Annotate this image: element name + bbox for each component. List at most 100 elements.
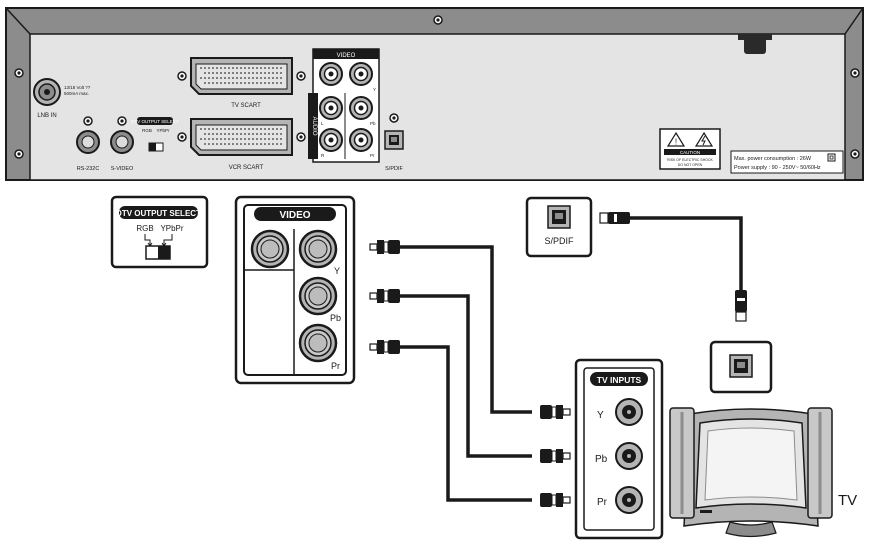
lnb-spec-1: 13/18 Volt ?? <box>64 85 91 90</box>
screw-icon <box>177 132 187 142</box>
screw-icon <box>850 149 860 159</box>
video-pb-label: Pb <box>330 313 341 323</box>
rear-spdif-label: S/PDIF <box>385 166 403 172</box>
double-insulation-icon <box>827 153 836 162</box>
rear-audio-label: AUDIO <box>311 116 317 135</box>
rear-y-label: Y <box>373 87 376 92</box>
lnb-in-connector <box>33 78 61 106</box>
tv-label: TV <box>838 492 857 509</box>
rear-pb-label: Pb <box>370 121 376 126</box>
tv-scart-connector <box>190 57 293 95</box>
shock-warning-icon <box>694 131 714 147</box>
dtv-detail-rgb: RGB <box>136 224 153 233</box>
vcr-scart-connector <box>190 118 293 156</box>
tv-input-pr-label: Pr <box>597 497 608 508</box>
tv-inputs-title: TV INPUTS <box>597 375 642 385</box>
top-screw-icon <box>433 15 443 25</box>
screw-icon <box>296 71 306 81</box>
rear-pb-jack <box>349 96 373 120</box>
rca-plug-icon <box>539 492 571 508</box>
rca-plug-icon <box>539 448 571 464</box>
screw-icon <box>83 116 93 126</box>
spdif-detail: S/PDIF <box>525 196 593 258</box>
dtv-detail-title: DTV OUTPUT SELECT <box>116 209 201 218</box>
screw-icon <box>14 149 24 159</box>
tv-input-pb-label: Pb <box>595 454 608 465</box>
dtv-select-small-switch <box>148 142 164 152</box>
rear-panel: LNB IN 13/18 Volt ?? 500mA max. RS-232C … <box>5 7 864 181</box>
screw-icon <box>14 68 24 78</box>
power-cord-icon <box>738 34 772 54</box>
tv-input-y-jack <box>615 398 643 426</box>
tv-input-pr-jack <box>615 486 643 514</box>
rca-plug-icon <box>369 288 401 304</box>
rear-video-label: VIDEO <box>337 53 356 59</box>
rear-audio-r-jack <box>319 128 343 152</box>
rear-audio-l-jack <box>319 96 343 120</box>
tv-input-pb-jack <box>615 442 643 470</box>
rear-r-label: R <box>321 153 325 158</box>
rear-pr-jack <box>349 128 373 152</box>
screw-icon <box>389 113 399 123</box>
dtv-detail-ypbpr: YPbPr <box>160 224 183 233</box>
video-cvbs-jack <box>250 229 290 269</box>
rs232-label: RS-232C <box>77 166 100 172</box>
caution-label: ! CAUTION RISK OF ELECTRIC SHOCK DO NOT … <box>659 128 721 170</box>
dtv-select-small-label: DTV OUTPUT SELECT <box>131 119 179 124</box>
svideo-label: S-VIDEO <box>111 166 134 172</box>
tv-optical-input <box>709 340 773 394</box>
tv-set-icon <box>669 407 833 538</box>
video-y-label: Y <box>334 266 340 276</box>
vcr-scart-label: VCR SCART <box>229 165 264 171</box>
cable-pb <box>400 294 532 458</box>
rear-l-label: L <box>321 121 324 126</box>
warning-icon <box>666 131 686 147</box>
power-consumption: Max. power consumption : 26W <box>734 156 812 162</box>
dtv-detail-switch <box>145 245 171 260</box>
lnb-in-label: LNB IN <box>37 113 56 119</box>
optical-plug-icon <box>735 290 747 322</box>
rear-y-jack <box>349 62 373 86</box>
caution-line-2: DO NOT OPEN <box>678 163 703 167</box>
screw-icon <box>850 68 860 78</box>
lnb-spec-2: 500mA max. <box>64 91 89 96</box>
video-detail-title: VIDEO <box>279 210 310 221</box>
screw-icon <box>177 71 187 81</box>
video-pb-jack <box>298 276 338 316</box>
cable-y <box>400 245 532 414</box>
cable-pr <box>400 345 532 502</box>
tv-inputs-panel: TV INPUTS Y Pb Pr <box>574 358 664 540</box>
rear-pr-label: Pr <box>370 153 375 158</box>
optical-plug-icon <box>599 212 630 224</box>
screw-icon <box>117 116 127 126</box>
rs232-connector <box>76 130 100 154</box>
caution-title: CAUTION <box>680 150 700 155</box>
spdif-detail-connector <box>547 205 571 229</box>
dtv-ypbpr-small: YPbPr <box>156 128 170 133</box>
spdif-detail-label: S/PDIF <box>544 236 574 246</box>
video-pr-label: Pr <box>331 361 340 371</box>
rear-video-jack <box>319 62 343 86</box>
power-supply: Power supply : 90 - 250V~ 50/60Hz <box>734 165 821 171</box>
dtv-rgb-small: RGB <box>142 128 152 133</box>
video-detail: VIDEO Y Pb Pr <box>234 195 356 385</box>
svg-text:!: ! <box>675 138 677 147</box>
caution-line-1: RISK OF ELECTRIC SHOCK <box>667 158 713 162</box>
video-pr-jack <box>298 323 338 363</box>
component-cables <box>369 239 571 508</box>
dtv-output-select-detail: DTV OUTPUT SELECT RGB YPbPr <box>110 195 209 269</box>
rca-plug-icon <box>369 239 401 255</box>
screw-icon <box>296 132 306 142</box>
power-rating-label: Max. power consumption : 26W Power suppl… <box>730 150 844 174</box>
rear-spdif-connector <box>384 130 404 150</box>
arrow-icon <box>163 234 173 245</box>
tv-scart-label: TV SCART <box>231 103 261 109</box>
tv-input-y-label: Y <box>597 410 604 421</box>
arrow-icon <box>144 234 151 245</box>
rca-plug-icon <box>369 339 401 355</box>
optical-cable <box>599 212 747 322</box>
rca-plug-icon <box>539 404 571 420</box>
dtv-select-small-bg <box>137 117 173 125</box>
svideo-connector <box>110 130 134 154</box>
